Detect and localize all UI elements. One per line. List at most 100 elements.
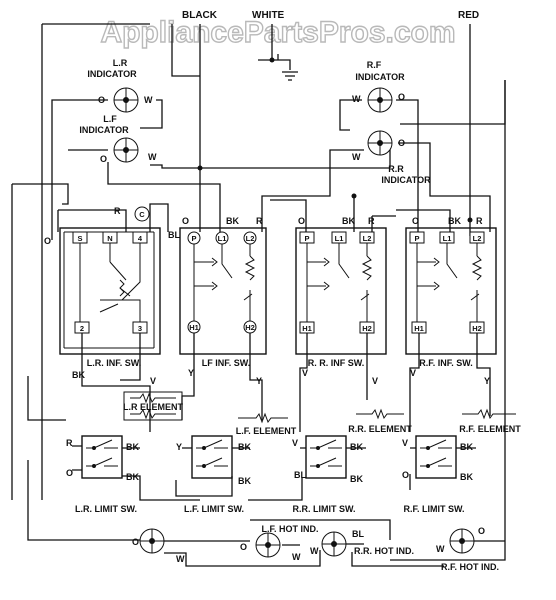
rf-term-h1: H1 bbox=[414, 324, 424, 333]
supply-white-wire bbox=[258, 24, 291, 70]
wire-label-o: O bbox=[478, 526, 485, 536]
lf-term-p: P bbox=[191, 234, 196, 243]
rf-indicator: R.F INDICATOR W O bbox=[352, 60, 405, 113]
wire-label-v: V bbox=[150, 376, 156, 386]
rf-switch-label: R.F. INF. SW. bbox=[419, 358, 473, 368]
rr-indicator: W O R.R INDICATOR bbox=[352, 130, 431, 185]
rr-limit-label: R.R. LIMIT SW. bbox=[293, 504, 356, 514]
lr-indicator: L.R INDICATOR O W bbox=[87, 58, 153, 113]
wire-label-w: W bbox=[176, 554, 185, 564]
rr-element-label: R.R. ELEMENT bbox=[348, 424, 412, 434]
lr-term-3: 3 bbox=[138, 324, 142, 333]
wire-label-bk: BK bbox=[350, 474, 363, 484]
lf-limit-label: L.F. LIMIT SW. bbox=[184, 504, 244, 514]
supply-red-label: RED bbox=[458, 10, 479, 21]
wire-label-bl: BL bbox=[168, 230, 180, 240]
rf-indicator-line2: INDICATOR bbox=[355, 72, 405, 82]
rr-term-h2: H2 bbox=[362, 324, 372, 333]
rr-infinite-switch: P L1 L2 H1 H2 R. R. INF SW. bbox=[295, 227, 387, 368]
lf-hot-label: L.F. HOT IND. bbox=[262, 524, 319, 534]
wire-label-o: O bbox=[412, 216, 419, 226]
wire-label-r: R bbox=[114, 206, 121, 216]
lf-term-h2: H2 bbox=[245, 323, 255, 332]
lf-indicator: L.F INDICATOR O W bbox=[79, 114, 157, 164]
wire-label-bk: BK bbox=[448, 216, 461, 226]
rf-infinite-switch: P L1 L2 H1 H2 R.F. INF. SW. bbox=[405, 227, 497, 368]
wire-label-r: R bbox=[66, 438, 73, 448]
wire-label-o: O bbox=[66, 468, 73, 478]
wire-label-y: Y bbox=[484, 376, 490, 386]
supply-white-label: WHITE bbox=[252, 10, 285, 21]
wire-label-w: W bbox=[292, 552, 301, 562]
lr-limit-label: L.R. LIMIT SW. bbox=[75, 504, 137, 514]
wire-label-r: R bbox=[256, 216, 263, 226]
lr-switch-label: L.R. INF. SW. bbox=[87, 358, 142, 368]
lf-switch-label: LF INF. SW. bbox=[202, 358, 251, 368]
rr-hot-indicator: BL W R.R. HOT IND. bbox=[310, 529, 414, 557]
rf-element-label: R.F. ELEMENT bbox=[459, 424, 521, 434]
lr-term-2: 2 bbox=[80, 324, 84, 333]
lf-indicator-line1: L.F bbox=[103, 114, 117, 124]
lf-limit-switch: Y BK BK L.F. LIMIT SW. bbox=[176, 435, 251, 514]
wire-label-o: O bbox=[298, 216, 305, 226]
rr-indicator-line2: INDICATOR bbox=[381, 175, 431, 185]
wire-label-o: O bbox=[182, 216, 189, 226]
rr-indicator-w: W bbox=[352, 152, 361, 162]
rf-term-l1: L1 bbox=[443, 234, 452, 243]
wire-label-bk: BK bbox=[126, 442, 139, 452]
rr-switch-label: R. R. INF SW. bbox=[308, 358, 365, 368]
rf-term-p: P bbox=[414, 234, 419, 243]
wire-label-w: W bbox=[310, 546, 319, 556]
wire-label-o: O bbox=[44, 236, 51, 246]
wire-label-bk: BK bbox=[342, 216, 355, 226]
lr-hot-indicator: O W bbox=[132, 528, 185, 564]
lr-indicator-line2: INDICATOR bbox=[87, 69, 137, 79]
rf-hot-label: R.F. HOT IND. bbox=[441, 562, 499, 572]
wire-label-v: V bbox=[292, 438, 298, 448]
rr-hot-label: R.R. HOT IND. bbox=[354, 546, 414, 556]
wire-label-v: V bbox=[372, 376, 378, 386]
wire-label-y: Y bbox=[176, 442, 182, 452]
wire-label-bk: BK bbox=[226, 216, 239, 226]
rr-element: R.R. ELEMENT bbox=[348, 408, 412, 434]
supply-black-wire bbox=[171, 24, 200, 77]
wire-label-c: C bbox=[139, 210, 145, 219]
wire-label-o: O bbox=[240, 542, 247, 552]
rf-limit-switch: V O BK BK R.F. LIMIT SW. bbox=[402, 435, 473, 514]
lf-indicator-o: O bbox=[100, 154, 107, 164]
common-terminal-icon bbox=[134, 206, 150, 222]
rr-term-l2: L2 bbox=[363, 234, 372, 243]
rf-limit-label: R.F. LIMIT SW. bbox=[404, 504, 465, 514]
rf-term-l2: L2 bbox=[473, 234, 482, 243]
supply-black-label: BLACK bbox=[182, 10, 218, 21]
rr-limit-switch: V BL BK BK R.R. LIMIT SW. bbox=[292, 435, 363, 514]
lr-term-4: 4 bbox=[138, 234, 143, 243]
lr-term-n: N bbox=[107, 234, 112, 243]
lf-infinite-switch: P L1 L2 H1 H2 LF INF. SW. bbox=[179, 227, 267, 368]
rf-hot-indicator: W O R.F. HOT IND. bbox=[436, 526, 499, 572]
wire-label-bk: BK bbox=[460, 442, 473, 452]
rr-indicator-line1: R.R bbox=[388, 164, 404, 174]
lr-infinite-switch: S N 4 2 3 L.R. INF. SW. bbox=[59, 227, 161, 368]
rf-element: R.F. ELEMENT bbox=[459, 408, 521, 434]
wire-label-v: V bbox=[402, 438, 408, 448]
lf-element-label: L.F. ELEMENT bbox=[236, 426, 297, 436]
lf-hot-indicator: O W L.F. HOT IND. bbox=[240, 524, 319, 562]
rf-indicator-o: O bbox=[398, 92, 405, 102]
wire-label-w: W bbox=[436, 544, 445, 554]
rf-indicator-w: W bbox=[352, 94, 361, 104]
rf-indicator-line1: R.F bbox=[367, 60, 382, 70]
lf-term-l2: L2 bbox=[246, 234, 255, 243]
wire-label-v: V bbox=[410, 368, 416, 378]
rr-term-h1: H1 bbox=[302, 324, 312, 333]
wire-label-bk: BK bbox=[238, 442, 251, 452]
wire-label-r: R bbox=[368, 216, 375, 226]
wire-label-o: O bbox=[132, 537, 139, 547]
wire-label-bk: BK bbox=[350, 442, 363, 452]
lf-indicator-w: W bbox=[148, 152, 157, 162]
lr-element: L.R ELEMENT bbox=[123, 391, 184, 421]
wire-label-bk: BK bbox=[126, 472, 139, 482]
wire-label-bk: BK bbox=[460, 472, 473, 482]
wire-label-bl: BL bbox=[294, 470, 306, 480]
